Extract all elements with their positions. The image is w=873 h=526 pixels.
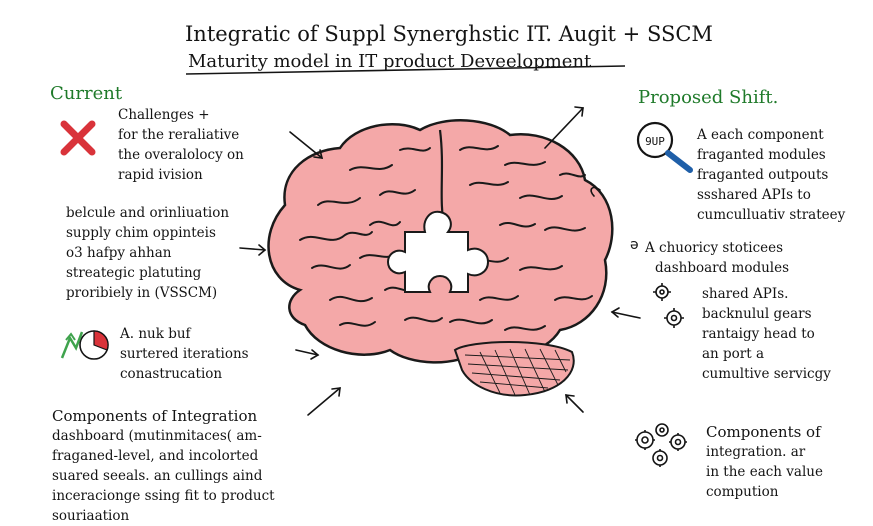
text-line: inceracionge ssing fit to product [52,488,275,504]
text-line: integration. ar [706,444,806,460]
subtitle: Maturity model in IT product Deveelopmen… [188,51,592,72]
puzzle-piece-icon [386,210,490,293]
text-line: Components of [706,423,821,441]
brain-illustration [267,119,614,397]
text-line: Challenges + [118,107,210,123]
text-line: conastrucation [120,366,223,382]
text-line: souriaation [52,508,130,524]
text-line: fraganted outpouts [697,167,829,183]
text-line: A each component [697,127,824,143]
component-block: A each component fraganted modules fraga… [697,125,845,225]
apis-block: shared APIs. backnulul gears rantaigy he… [702,284,831,384]
text-line: Components of Integration [52,407,258,425]
x-mark-icon [60,120,96,156]
text-line: an port a [702,346,765,362]
bullet-dot: ə [630,237,639,253]
text-line: shared APIs. [702,286,789,302]
text-line: in the each value [706,464,823,480]
text-line: rantaigy head to [702,326,815,342]
gears-icon [635,283,687,467]
text-line: for the reraliative [118,127,240,143]
integration-block: Components of integration. ar in the eac… [706,422,823,502]
text-line: compution [706,484,779,500]
text-line: dashboard modules [655,260,790,276]
text-line: streategic platuting [66,265,202,281]
magnifier-label: 9UP [645,135,665,148]
text-line: proribiely in (VSSCM) [66,285,218,301]
current-heading: Current [50,83,123,104]
text-line: surtered iterations [120,346,249,362]
text-line: belcule and orinliuation [66,205,230,221]
text-line: cumultive servicgy [702,366,831,382]
dashboard-block: A chuoricy stoticees dashboard modules [645,238,789,278]
supply-block: belcule and orinliuation supply chim opp… [66,203,229,303]
text-line: o3 hafpy ahhan [66,245,172,261]
text-line: A chuoricy stoticees [645,240,784,256]
components-block: Components of Integration dashboard (mut… [52,406,275,526]
text-line: supply chim oppinteis [66,225,216,241]
text-line: backnulul gears [702,306,812,322]
text-line: rapid ivision [118,167,203,183]
arrows [239,106,641,416]
text-line: suared seeals. an cullings aind [52,468,263,484]
text-line: A. nuk buf [120,326,191,342]
text-line: ssshared APIs to [697,187,811,203]
proposed-shift-heading: Proposed Shift. [638,87,779,108]
text-line: cumculluativ strateey [697,207,846,223]
main-title: Integratic of Suppl Synerghstic IT. Augi… [185,22,713,46]
text-line: the overalolocy on [118,147,244,163]
text-line: dashboard (mutinmitaces( am- [52,428,262,444]
text-line: fraganted modules [697,147,826,163]
risk-block: A. nuk buf surtered iterations conastruc… [120,324,249,384]
text-line: fraganed-level, and incolorted [52,448,259,464]
magnifier-icon: 9UP [636,121,693,173]
pie-chart-icon [60,330,109,360]
challenges-block: Challenges + for the reraliative the ove… [118,105,244,185]
